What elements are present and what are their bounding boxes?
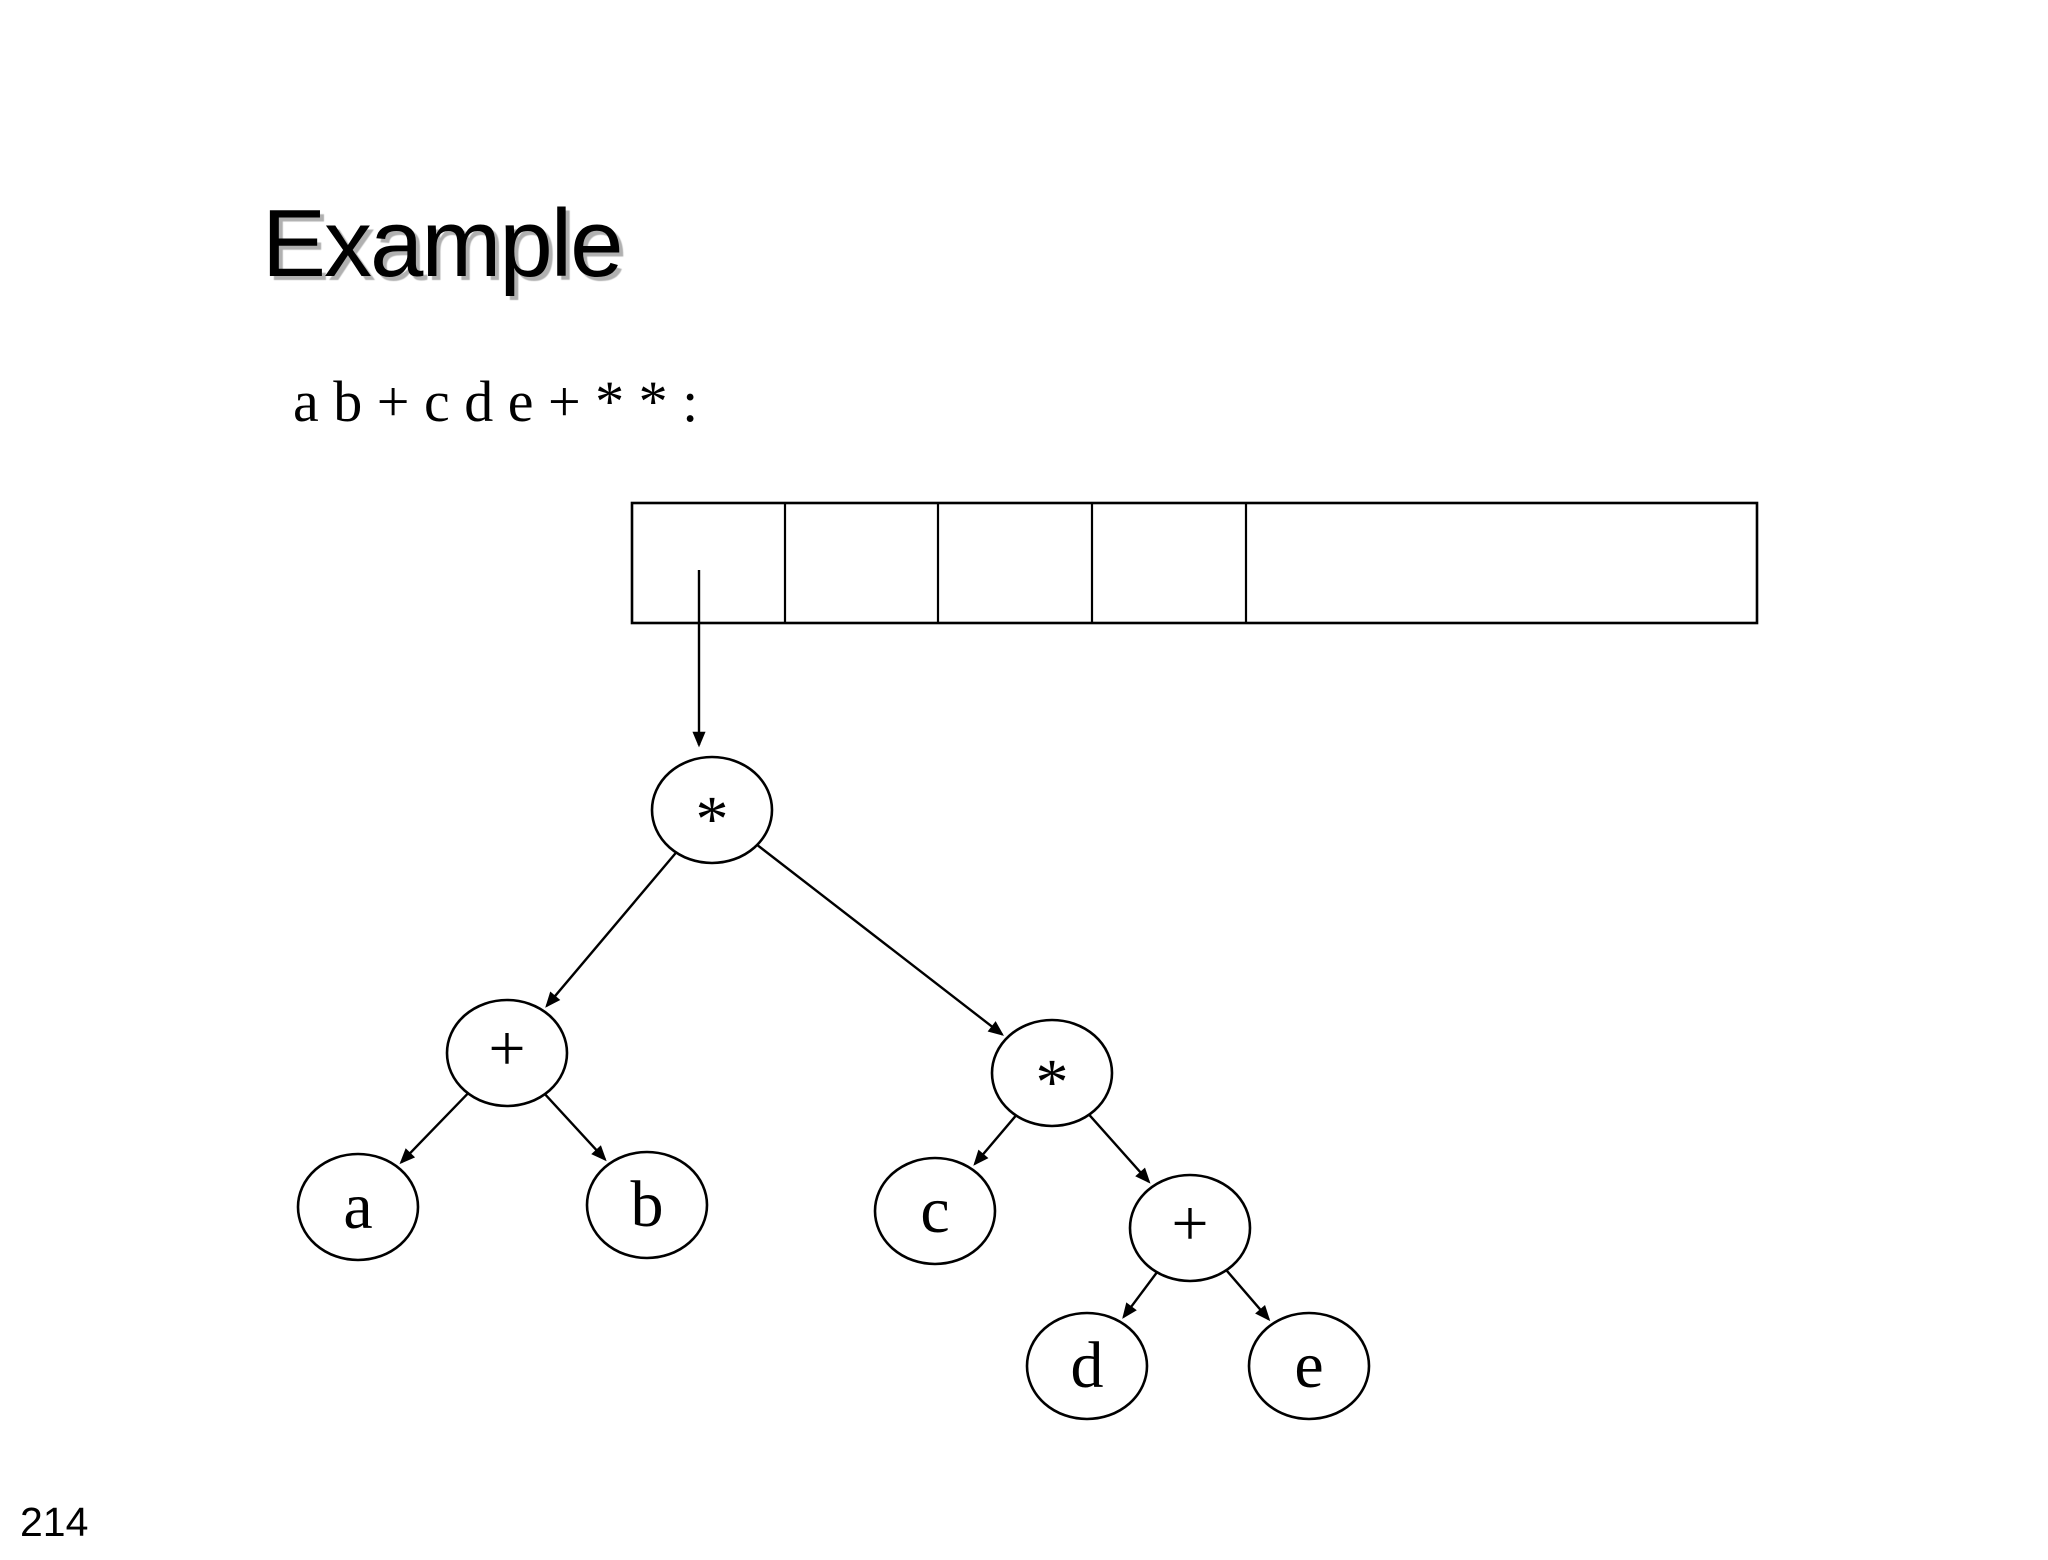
tree-node-root-star [650,755,774,865]
tree-node-plus-right [1128,1173,1252,1283]
tree-node-plus-left-label: + [488,1012,525,1085]
page-number: 214 [20,1499,89,1545]
tree-node-leaf-d-label: d [1071,1329,1104,1402]
tree-node-leaf-d [1025,1311,1149,1421]
tree-edge-plus-right-leaf-e [1225,1269,1271,1322]
tree-edge-root-star-plus-left [545,851,678,1008]
tree-node-leaf-b-label: b [631,1168,664,1241]
tree-edge-star-right-plus-right [1088,1113,1151,1184]
tree-node-leaf-a-label: a [343,1170,372,1243]
tree-node-star-right-label: * [1036,1046,1069,1119]
tree-node-plus-right-label: + [1171,1187,1208,1260]
tree-edge-star-right-leaf-c [973,1114,1017,1166]
tree-node-plus-left [445,998,569,1108]
tree-edge-root-star-star-right [756,843,1004,1036]
tree-node-leaf-c [873,1156,997,1266]
tree-edge-plus-right-leaf-d [1122,1271,1158,1319]
postfix-expression: a b + c d e + * * : [293,369,699,434]
tree-node-leaf-c-label: c [920,1174,949,1247]
tree-node-root-star-label: * [696,783,729,856]
array-box [630,501,1759,625]
tree-node-leaf-e-label: e [1294,1329,1323,1402]
slide-title: Example [262,190,623,297]
tree-node-leaf-b [585,1150,709,1260]
tree-edge-plus-left-leaf-b [543,1093,607,1162]
tree-node-leaf-e [1247,1311,1371,1421]
tree-edge-plus-left-leaf-a [399,1092,469,1165]
tree-node-star-right [990,1018,1114,1128]
tree-node-leaf-a [296,1152,420,1262]
